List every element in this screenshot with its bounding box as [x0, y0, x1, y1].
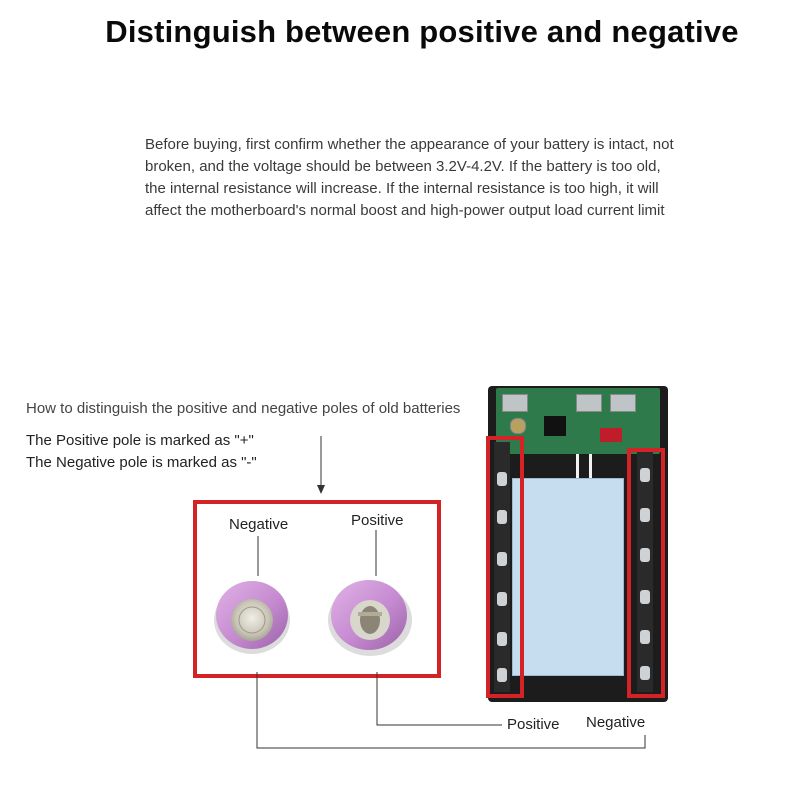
negative-pole-note: The Negative pole is marked as "-": [26, 454, 257, 471]
chip-icon: [544, 416, 566, 436]
negative-connector-line: [256, 672, 646, 749]
positive-cell-label: Positive: [351, 512, 404, 529]
howto-heading: How to distinguish the positive and nega…: [26, 400, 461, 417]
positive-battery-icon: [328, 530, 412, 656]
usb-port-icon: [576, 394, 602, 412]
contact-clip-icon: [497, 632, 507, 646]
usb-port-icon: [502, 394, 528, 412]
device-positive-label: Positive: [507, 716, 560, 733]
contact-clip-icon: [640, 666, 650, 680]
contact-clip-icon: [497, 472, 507, 486]
contact-clip-icon: [640, 548, 650, 562]
negative-battery-icon: [214, 536, 290, 654]
usb-port-icon: [610, 394, 636, 412]
negative-side-frame: [627, 448, 665, 698]
contact-clip-icon: [497, 552, 507, 566]
positive-connector-line: [376, 672, 502, 726]
contact-clip-icon: [640, 508, 650, 522]
contact-clip-icon: [497, 668, 507, 682]
inductor-icon: [510, 418, 526, 434]
contact-clip-icon: [640, 630, 650, 644]
battery-holder-area: [512, 478, 624, 676]
display-icon: [600, 428, 622, 442]
intro-paragraph: Before buying, first confirm whether the…: [145, 136, 674, 219]
contact-clip-icon: [497, 510, 507, 524]
wire: [576, 454, 579, 480]
negative-cell-label: Negative: [229, 516, 289, 533]
device-negative-label: Negative: [586, 714, 646, 731]
contact-clip-icon: [640, 468, 650, 482]
down-arrow-icon: [317, 436, 325, 494]
wire: [589, 454, 592, 480]
battery-ends-frame: [193, 500, 441, 678]
positive-side-frame: [486, 436, 524, 698]
left-contact-strip: [494, 442, 510, 692]
page-title: Distinguish between positive and negativ…: [105, 14, 739, 49]
contact-clip-icon: [497, 592, 507, 606]
positive-pole-note: The Positive pole is marked as "+": [26, 432, 254, 449]
contact-clip-icon: [640, 590, 650, 604]
